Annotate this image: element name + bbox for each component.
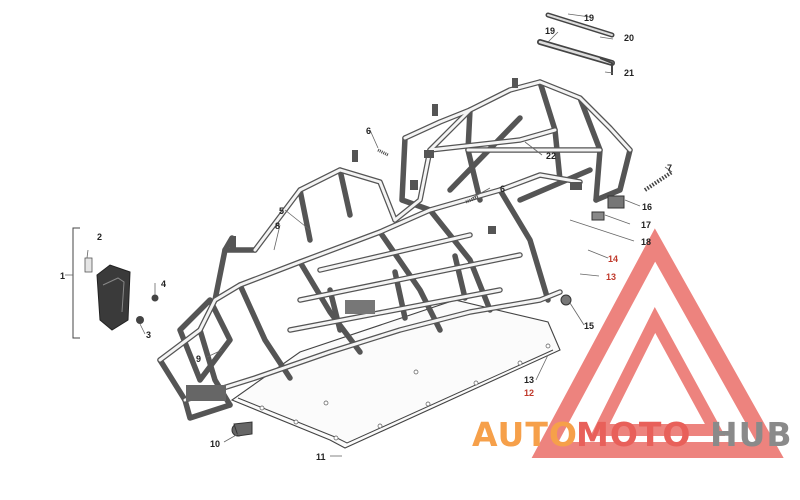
callout-20: 20 bbox=[624, 33, 634, 43]
callout-labels: 19 19 20 21 22 6 6 7 16 17 18 14 13 15 5… bbox=[60, 13, 672, 462]
callout-19a: 19 bbox=[584, 13, 594, 23]
callout-12: 12 bbox=[524, 388, 534, 398]
roof-bars bbox=[537, 12, 615, 75]
callout-18: 18 bbox=[641, 237, 651, 247]
callout-11: 11 bbox=[316, 452, 326, 462]
skid-plate bbox=[230, 299, 561, 449]
side-panel-assembly bbox=[72, 227, 159, 339]
callout-5: 5 bbox=[279, 206, 284, 216]
main-frame bbox=[157, 78, 633, 421]
callout-22: 22 bbox=[546, 151, 556, 161]
callout-16: 16 bbox=[642, 202, 652, 212]
pin-part-6b bbox=[465, 195, 479, 204]
callout-7: 7 bbox=[667, 163, 672, 173]
callout-19b: 19 bbox=[545, 26, 555, 36]
autmotohub-watermark: AUTO MOTO HUB bbox=[472, 228, 793, 458]
callout-6a: 6 bbox=[366, 126, 371, 136]
callout-10: 10 bbox=[210, 439, 220, 449]
callout-21: 21 bbox=[624, 68, 634, 78]
callout-6b: 6 bbox=[500, 184, 505, 194]
callout-13a: 13 bbox=[606, 272, 616, 282]
callout-4: 4 bbox=[161, 279, 166, 289]
callout-9: 9 bbox=[196, 354, 201, 364]
callout-14: 14 bbox=[608, 254, 618, 264]
watermark-moto: MOTO bbox=[576, 415, 691, 454]
callout-3: 3 bbox=[146, 330, 151, 340]
watermark-hub: HUB bbox=[710, 415, 793, 454]
callout-13b: 13 bbox=[524, 375, 534, 385]
callout-8: 8 bbox=[275, 221, 280, 231]
callout-15: 15 bbox=[584, 321, 594, 331]
callout-2: 2 bbox=[97, 232, 102, 242]
callout-1: 1 bbox=[60, 271, 65, 281]
pin-part-6a bbox=[377, 148, 389, 157]
callout-17: 17 bbox=[641, 220, 651, 230]
leader-lines bbox=[65, 13, 673, 457]
watermark-auto: AUTO bbox=[472, 415, 578, 454]
rear-hardware bbox=[231, 170, 674, 437]
